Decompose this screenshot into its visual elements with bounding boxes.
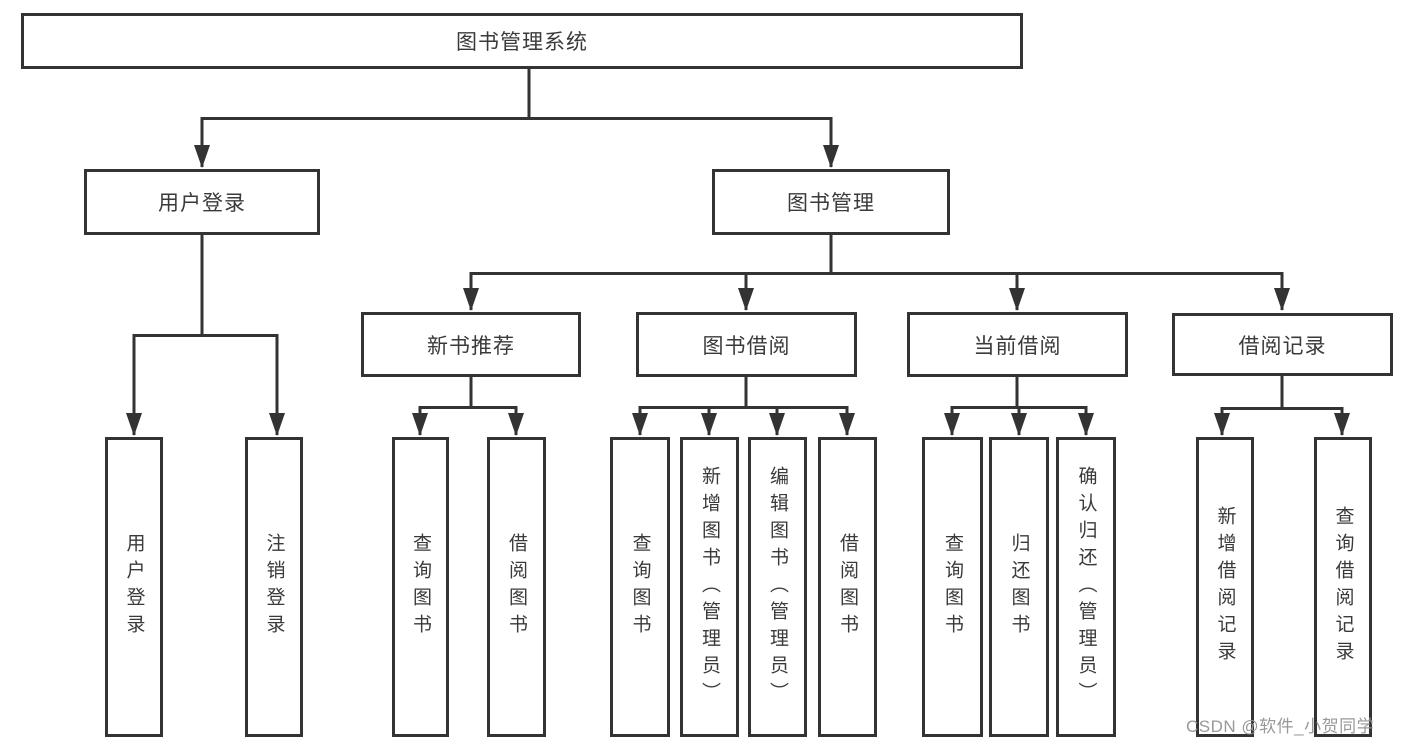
leaf-query-book-recommend: 查询图书 [392,437,449,737]
leaf-confirm-return-admin: 确认归还（管理员） [1056,437,1116,737]
leaf-query-book-current: 查询图书 [922,437,983,737]
node-root-library-system: 图书管理系统 [21,13,1023,69]
leaf-query-borrow-record: 查询借阅记录 [1314,437,1372,737]
leaf-borrow-book: 借阅图书 [818,437,877,737]
leaf-add-borrow-record: 新增借阅记录 [1196,437,1254,737]
node-user-login-group: 用户登录 [84,169,320,235]
node-new-book-recommend: 新书推荐 [361,312,581,377]
node-book-management-group: 图书管理 [712,169,950,235]
leaf-logout: 注销登录 [245,437,303,737]
leaf-query-book-borrow: 查询图书 [610,437,670,737]
node-book-borrow: 图书借阅 [636,312,857,377]
node-current-borrow: 当前借阅 [907,312,1128,377]
leaf-borrow-book-recommend: 借阅图书 [487,437,546,737]
node-borrow-records: 借阅记录 [1172,313,1393,376]
csdn-watermark: CSDN @软件_小贺同学 [1186,717,1375,736]
leaf-user-login: 用户登录 [105,437,163,737]
leaf-add-book-admin: 新增图书（管理员） [680,437,739,737]
leaf-return-book: 归还图书 [989,437,1049,737]
leaf-edit-book-admin: 编辑图书（管理员） [748,437,807,737]
